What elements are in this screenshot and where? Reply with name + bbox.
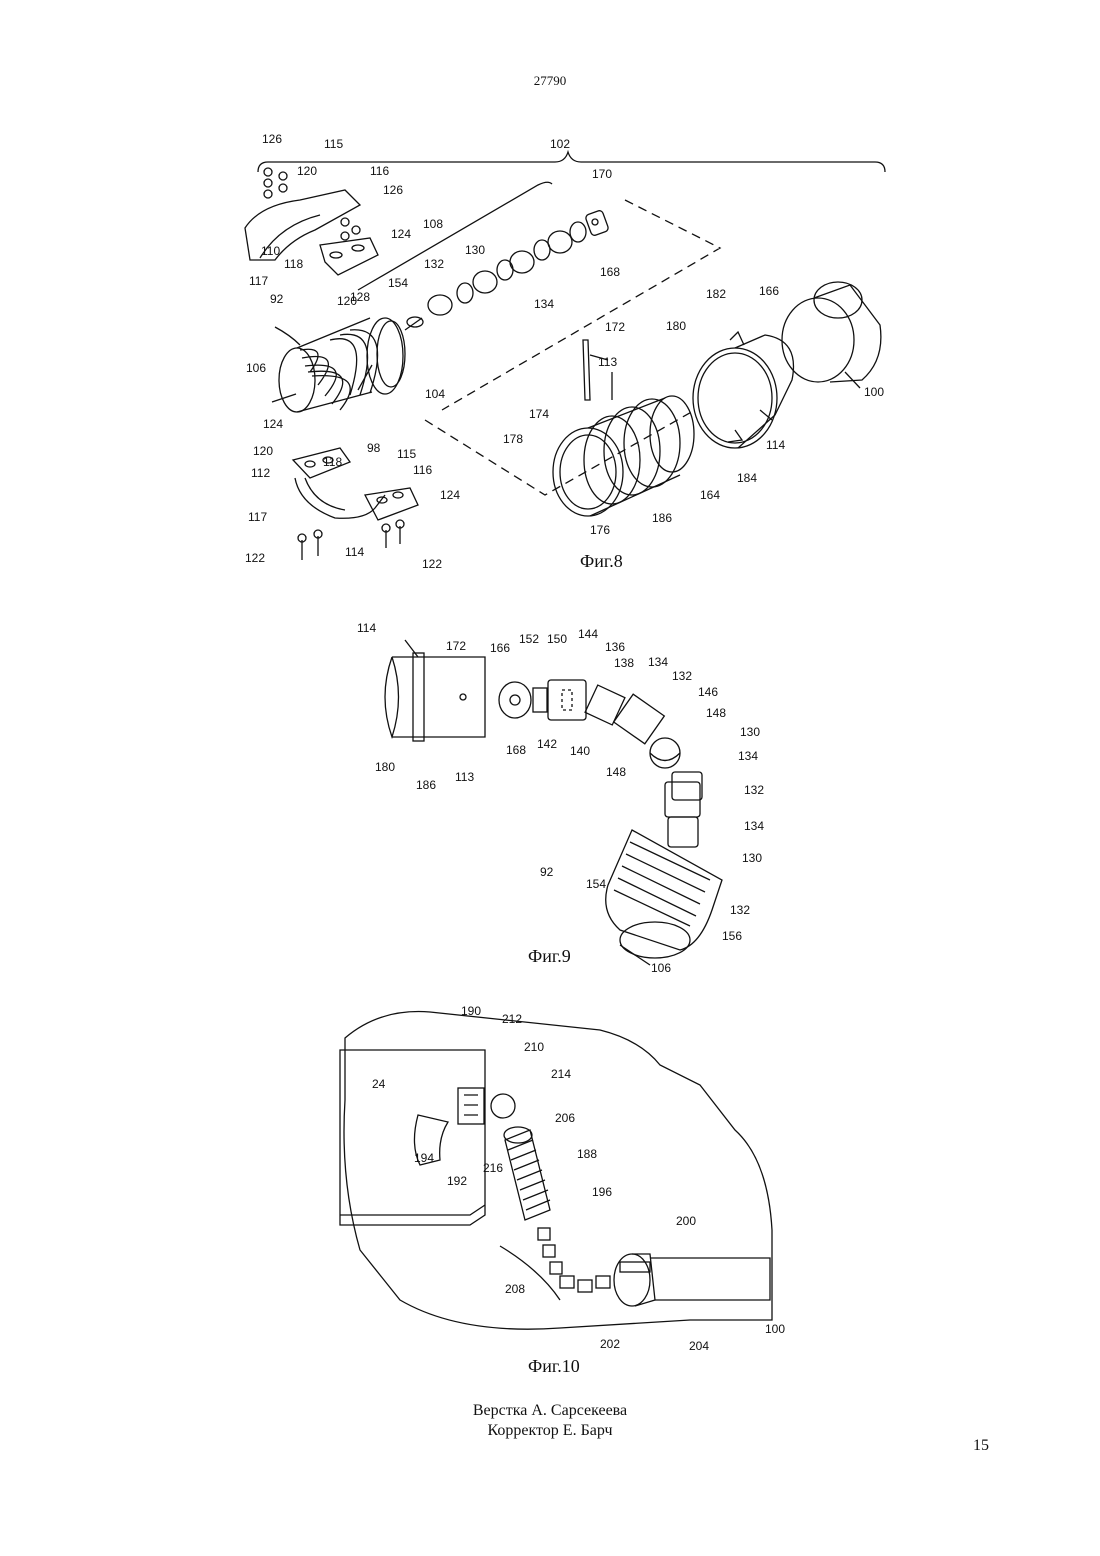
fig8-ref-label: 134 xyxy=(534,297,554,311)
fig8-ref-label: 178 xyxy=(503,432,523,446)
fig9-ref-label: 180 xyxy=(375,760,395,774)
page-number: 15 xyxy=(973,1437,989,1455)
fig9-ref-label: 166 xyxy=(490,641,510,655)
fig8-ref-label: 104 xyxy=(425,387,445,401)
fig8-ref-label: 168 xyxy=(600,265,620,279)
fig8-ref-label: 164 xyxy=(700,488,720,502)
fig8-ref-label: 122 xyxy=(422,557,442,571)
fig8-ref-label: 113 xyxy=(598,355,617,369)
fig9-ref-label: 168 xyxy=(506,743,526,757)
fig10-ref-label: 194 xyxy=(414,1151,434,1165)
fig9-ref-label: 146 xyxy=(698,685,718,699)
fig8-ref-label: 112 xyxy=(251,466,270,480)
fig8-ref-label: 106 xyxy=(246,361,266,375)
fig10-ref-label: 214 xyxy=(551,1067,571,1081)
fig9-ref-label: 140 xyxy=(570,744,590,758)
fig10-ref-label: 196 xyxy=(592,1185,612,1199)
fig10-ref-label: 202 xyxy=(600,1337,620,1351)
fig9-ref-label: 136 xyxy=(605,640,625,654)
fig10-ref-label: 212 xyxy=(502,1012,522,1026)
fig9-ref-label: 134 xyxy=(744,819,764,833)
fig10-ref-label: 206 xyxy=(555,1111,575,1125)
fig9-ref-label: 134 xyxy=(738,749,758,763)
fig8-ref-label: 114 xyxy=(345,545,364,559)
fig8-ref-label: 130 xyxy=(465,243,485,257)
fig10-ref-label: 204 xyxy=(689,1339,709,1353)
fig9-ref-label: 144 xyxy=(578,627,598,641)
fig8-ref-label: 98 xyxy=(367,441,381,455)
fig9-ref-label: 92 xyxy=(540,865,554,879)
fig8-ref-label: 122 xyxy=(245,551,265,565)
fig8-ref-label: 132 xyxy=(424,257,444,271)
fig10-ref-label: 188 xyxy=(577,1147,597,1161)
fig10-ref-label: 208 xyxy=(505,1282,525,1296)
fig9-ref-label: 132 xyxy=(672,669,692,683)
fig8-ref-label: 126 xyxy=(383,183,403,197)
fig8-ref-label: 170 xyxy=(592,167,612,181)
fig8-ref-label: 114 xyxy=(766,438,785,452)
layout-credit: Верстка А. Сарсекеева xyxy=(0,1401,1100,1421)
fig10-ref-label: 210 xyxy=(524,1040,544,1054)
fig8-ref-label: 115 xyxy=(397,447,416,461)
fig9-ref-label: 186 xyxy=(416,778,436,792)
credits: Верстка А. Сарсекеева Корректор Е. Барч xyxy=(0,1401,1100,1441)
fig8-ref-label: 120 xyxy=(253,444,273,458)
fig8-ref-label: 115 xyxy=(324,137,343,151)
fig9-ref-label: 152 xyxy=(519,632,539,646)
fig8-ref-label: 124 xyxy=(391,227,411,241)
fig8-ref-label: 117 xyxy=(248,510,267,524)
fig9-ref-label: 134 xyxy=(648,655,668,669)
fig8-ref-label: 182 xyxy=(706,287,726,301)
fig8-ref-label: 124 xyxy=(263,417,283,431)
fig8-ref-label: 120 xyxy=(297,164,317,178)
fig8-ref-label: 126 xyxy=(262,132,282,146)
fig10-ref-label: 190 xyxy=(461,1004,481,1018)
fig10-ref-label: 100 xyxy=(765,1322,785,1336)
fig10-ref-label: 200 xyxy=(676,1214,696,1228)
fig10-ref-label: 216 xyxy=(483,1161,503,1175)
fig9-ref-label: 156 xyxy=(722,929,742,943)
fig9-ref-label: 142 xyxy=(537,737,557,751)
fig9-ref-label: 154 xyxy=(586,877,606,891)
fig9-ref-label: 113 xyxy=(455,770,474,784)
fig8-ref-label: 118 xyxy=(284,257,303,271)
fig9-ref-label: 114 xyxy=(357,621,376,635)
fig8-ref-label: 102 xyxy=(550,137,570,151)
fig9-ref-label: 148 xyxy=(606,765,626,779)
fig8-ref-label: 100 xyxy=(864,385,884,399)
fig9-ref-label: 106 xyxy=(651,961,671,975)
fig9-ref-label: 130 xyxy=(740,725,760,739)
fig9-ref-label: 172 xyxy=(446,639,466,653)
fig8-ref-label: 154 xyxy=(388,276,408,290)
fig9-ref-label: 132 xyxy=(730,903,750,917)
fig8-ref-label: 124 xyxy=(440,488,460,502)
fig8-ref-label: 92 xyxy=(270,292,284,306)
fig8-ref-label: 172 xyxy=(605,320,625,334)
fig8-ref-label: 110 xyxy=(261,244,280,258)
fig8-ref-label: 108 xyxy=(423,217,443,231)
fig8-ref-label: 184 xyxy=(737,471,757,485)
fig8-ref-label: 118 xyxy=(323,455,342,469)
fig8-ref-label: 176 xyxy=(590,523,610,537)
fig10-ref-label: 192 xyxy=(447,1174,467,1188)
fig9-ref-label: 130 xyxy=(742,851,762,865)
fig8-ref-label: 116 xyxy=(370,164,389,178)
fig8-ref-label: 166 xyxy=(759,284,779,298)
fig9-ref-label: 148 xyxy=(706,706,726,720)
fig8-ref-label: 117 xyxy=(249,274,268,288)
fig8-ref-label: 128 xyxy=(350,290,370,304)
fig8-ref-label: 116 xyxy=(413,463,432,477)
fig8-ref-label: 186 xyxy=(652,511,672,525)
fig9-ref-label: 132 xyxy=(744,783,764,797)
corrector-credit: Корректор Е. Барч xyxy=(0,1421,1100,1441)
fig10-ref-label: 24 xyxy=(372,1077,386,1091)
fig8-ref-label: 174 xyxy=(529,407,549,421)
fig8-ref-label: 180 xyxy=(666,319,686,333)
fig9-ref-label: 150 xyxy=(547,632,567,646)
fig9-ref-label: 138 xyxy=(614,656,634,670)
